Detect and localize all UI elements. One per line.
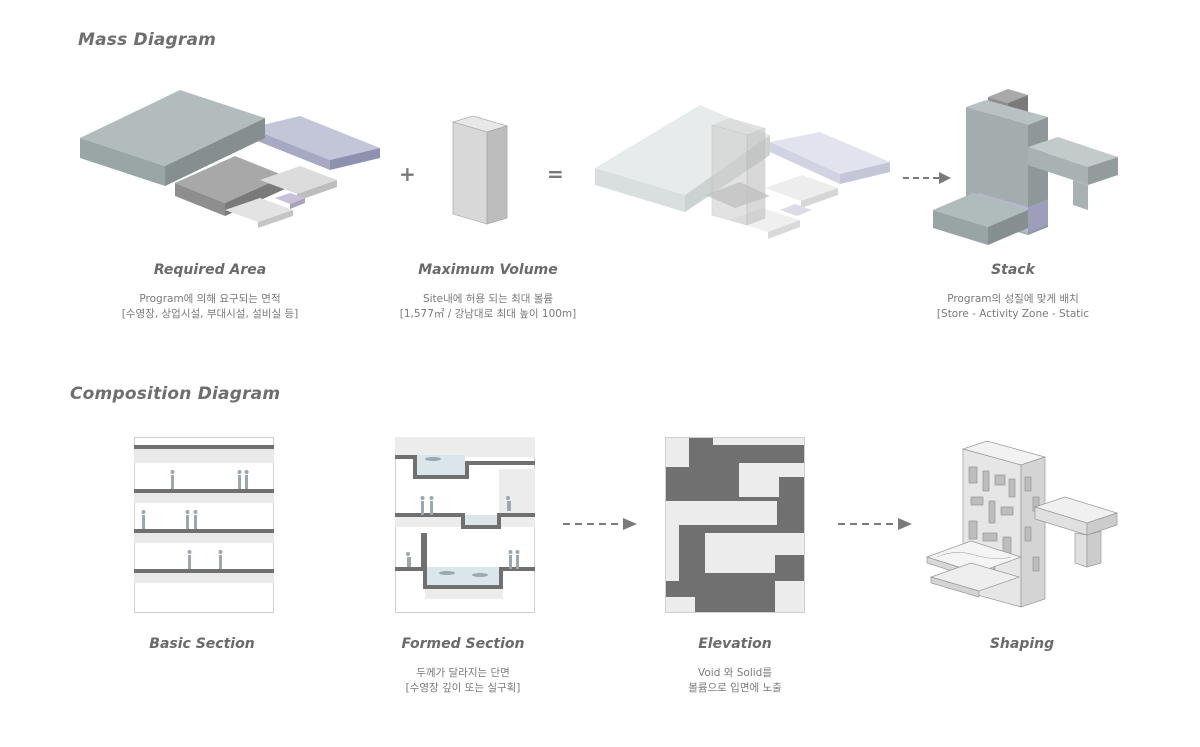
dashed-arrow-right-icon: [563, 516, 639, 532]
equals-sign: =: [547, 162, 564, 186]
stack-caption-1: Program의 성질에 맞게 배치: [947, 292, 1079, 307]
maximum-volume-caption-1: Site내에 허용 되는 최대 볼륨: [423, 292, 553, 307]
shaping-diagram: [925, 437, 1120, 622]
required-area-label: Required Area: [154, 262, 266, 278]
composition-diagram-title: Composition Diagram: [70, 384, 280, 404]
required-area-caption-2: [수영장, 상업시설, 부대시설, 설비실 등]: [122, 307, 298, 322]
basic-section-label: Basic Section: [149, 636, 254, 652]
elevation-caption-2: 볼륨으로 입면에 노출: [688, 681, 782, 696]
elevation-diagram: [665, 437, 805, 613]
required-area-diagram: [75, 88, 385, 228]
formed-section-diagram: [395, 437, 535, 613]
shaping-label: Shaping: [990, 636, 1054, 652]
basic-section-diagram: [134, 437, 274, 613]
maximum-volume-caption-2: [1,577㎡ / 강남대로 최대 높이 100m]: [400, 307, 577, 322]
elevation-caption-1: Void 와 Solid를: [698, 666, 772, 681]
formed-section-caption-1: 두께가 달라지는 단면: [416, 666, 510, 681]
stack-label: Stack: [991, 262, 1035, 278]
combined-volume-diagram: [590, 100, 895, 245]
formed-section-caption-2: [수영장 깊이 또는 실구획]: [406, 681, 521, 696]
required-area-caption-1: Program에 의해 요구되는 면적: [139, 292, 280, 307]
mass-diagram-title: Mass Diagram: [78, 30, 216, 50]
plus-sign: +: [399, 162, 416, 186]
formed-section-label: Formed Section: [402, 636, 525, 652]
elevation-label: Elevation: [698, 636, 772, 652]
maximum-volume-label: Maximum Volume: [418, 262, 558, 278]
stack-diagram: [928, 85, 1123, 250]
maximum-volume-diagram: [445, 112, 515, 232]
dashed-arrow-right-icon: [838, 516, 914, 532]
stack-caption-2: [Store - Activity Zone - Static: [937, 307, 1089, 322]
